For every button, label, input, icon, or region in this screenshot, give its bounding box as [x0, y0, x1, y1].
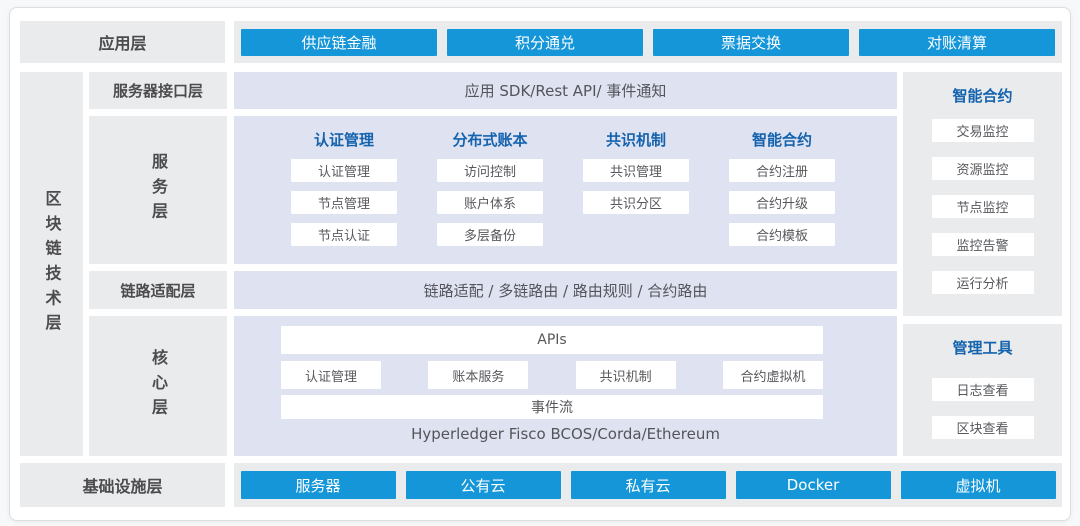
- core-module: 账本服务: [428, 361, 529, 389]
- service-item: 共识管理: [583, 159, 689, 182]
- infra-button-public-cloud: 公有云: [405, 471, 561, 499]
- core-module: 合约虚拟机: [722, 361, 823, 389]
- service-layer-block: 认证管理 认证管理 节点管理 节点认证 分布式账本 访问控制 账户体系 多层备份…: [234, 116, 897, 264]
- core-module: 认证管理: [281, 361, 381, 389]
- infra-button-server: 服务器: [240, 471, 396, 499]
- infra-layer-label: 基础设施层: [20, 463, 225, 507]
- service-item: 多层备份: [437, 223, 543, 246]
- service-item: 账户体系: [437, 191, 543, 214]
- management-tools-panel: 管理工具 日志查看 区块查看: [903, 324, 1062, 456]
- infra-button-docker: Docker: [735, 471, 891, 499]
- app-button-reconciliation: 对账清算: [859, 28, 1055, 56]
- panel-item: 日志查看: [931, 378, 1034, 401]
- core-modules-row: 认证管理 账本服务 共识机制 合约虚拟机: [281, 361, 823, 389]
- smart-contract-panel-header: 智能合约: [952, 87, 1013, 105]
- management-tools-panel-header: 管理工具: [952, 339, 1013, 357]
- app-layer-label: 应用层: [20, 21, 225, 63]
- infra-button-vm: 虚拟机: [900, 471, 1056, 499]
- service-column-ledger-header: 分布式账本: [452, 131, 528, 149]
- app-button-bill-exchange: 票据交换: [653, 28, 849, 56]
- core-platforms-text: Hyperledger Fisco BCOS/Corda/Ethereum: [411, 425, 720, 443]
- infra-button-private-cloud: 私有云: [570, 471, 726, 499]
- service-item: 节点管理: [291, 191, 397, 214]
- service-column-auth-header: 认证管理: [313, 131, 374, 149]
- panel-item: 资源监控: [931, 157, 1034, 180]
- app-button-points-exchange: 积分通兑: [447, 28, 643, 56]
- service-item: 节点认证: [291, 223, 397, 246]
- service-column-contract: 智能合约 合约注册 合约升级 合约模板: [709, 130, 855, 264]
- app-button-supply-chain-finance: 供应链金融: [241, 28, 437, 56]
- app-layer-button-row: 供应链金融 积分通兑 票据交换 对账清算: [234, 21, 1062, 63]
- service-column-contract-header: 智能合约: [751, 131, 812, 149]
- smart-contract-panel: 智能合约 交易监控 资源监控 节点监控 监控告警 运行分析: [903, 72, 1062, 316]
- service-item: 访问控制: [437, 159, 543, 182]
- service-column-consensus: 共识机制 共识管理 共识分区: [563, 130, 709, 264]
- service-column-consensus-header: 共识机制: [605, 131, 666, 149]
- core-apis-bar: APIs: [281, 326, 823, 354]
- panel-item: 节点监控: [931, 195, 1034, 218]
- service-item: 合约注册: [729, 159, 835, 182]
- panel-item: 运行分析: [931, 271, 1034, 294]
- service-item: 认证管理: [291, 159, 397, 182]
- service-item: 合约模板: [729, 223, 835, 246]
- adapter-layer-label: 链路适配层: [89, 271, 227, 309]
- interface-layer-content: 应用 SDK/Rest API/ 事件通知: [234, 72, 897, 109]
- blockchain-tech-layer-text: 区块链技术层: [42, 189, 62, 339]
- core-module: 共识机制: [575, 361, 676, 389]
- service-column-auth: 认证管理 认证管理 节点管理 节点认证: [271, 130, 417, 264]
- panel-item: 区块查看: [931, 416, 1034, 439]
- core-layer-label: 核心层: [89, 316, 227, 456]
- blockchain-tech-layer-label: 区块链技术层: [20, 72, 83, 456]
- service-layer-text: 服务层: [149, 152, 168, 228]
- infra-button-row: 服务器 公有云 私有云 Docker 虚拟机: [234, 463, 1062, 507]
- adapter-layer-content: 链路适配 / 多链路由 / 路由规则 / 合约路由: [234, 271, 897, 309]
- architecture-diagram-card: 应用层 供应链金融 积分通兑 票据交换 对账清算 区块链技术层 服务器接口层 应…: [9, 7, 1071, 521]
- panel-item: 监控告警: [931, 233, 1034, 256]
- service-layer-label: 服务层: [89, 116, 227, 264]
- core-event-stream-bar: 事件流: [281, 395, 823, 419]
- core-layer-text: 核心层: [149, 348, 168, 424]
- core-layer-block: APIs 认证管理 账本服务 共识机制 合约虚拟机 事件流 Hyperledge…: [234, 316, 897, 456]
- panel-item: 交易监控: [931, 119, 1034, 142]
- service-column-ledger: 分布式账本 访问控制 账户体系 多层备份: [417, 130, 563, 264]
- service-item: 合约升级: [729, 191, 835, 214]
- interface-layer-label: 服务器接口层: [89, 72, 227, 109]
- service-item: 共识分区: [583, 191, 689, 214]
